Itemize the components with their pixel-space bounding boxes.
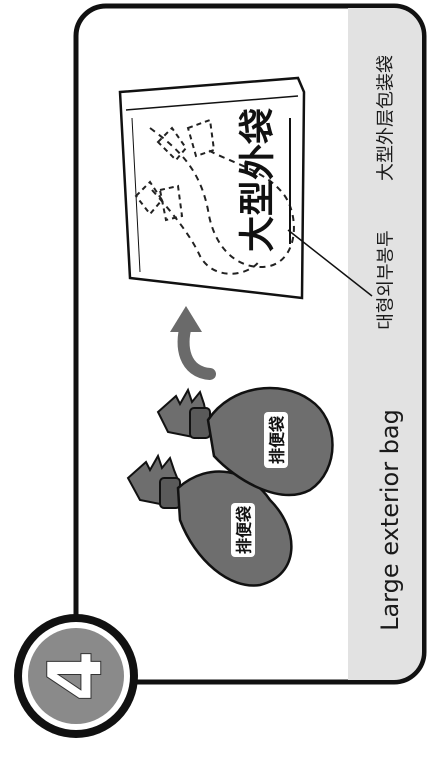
waste-bag-2: 排便袋 bbox=[156, 386, 334, 497]
waste-bag-label-1: 排便袋 bbox=[235, 505, 254, 554]
arrow-icon bbox=[170, 306, 216, 380]
caption-panel bbox=[348, 8, 422, 680]
waste-bag-1: 排便袋 bbox=[126, 453, 293, 587]
large-exterior-bag: 大型外袋 bbox=[118, 76, 373, 300]
caption-chinese: 大型外层包装袋 bbox=[376, 55, 397, 181]
waste-bag-label-2: 排便袋 bbox=[268, 415, 287, 464]
step-badge: 4 bbox=[14, 614, 138, 738]
caption-korean: 대형외부봉투 bbox=[376, 230, 397, 329]
step-number: 4 bbox=[33, 650, 119, 702]
caption-english: Large exterior bag bbox=[376, 409, 404, 631]
large-bag-label: 大型外袋 bbox=[238, 108, 279, 252]
leader-line bbox=[287, 229, 373, 297]
